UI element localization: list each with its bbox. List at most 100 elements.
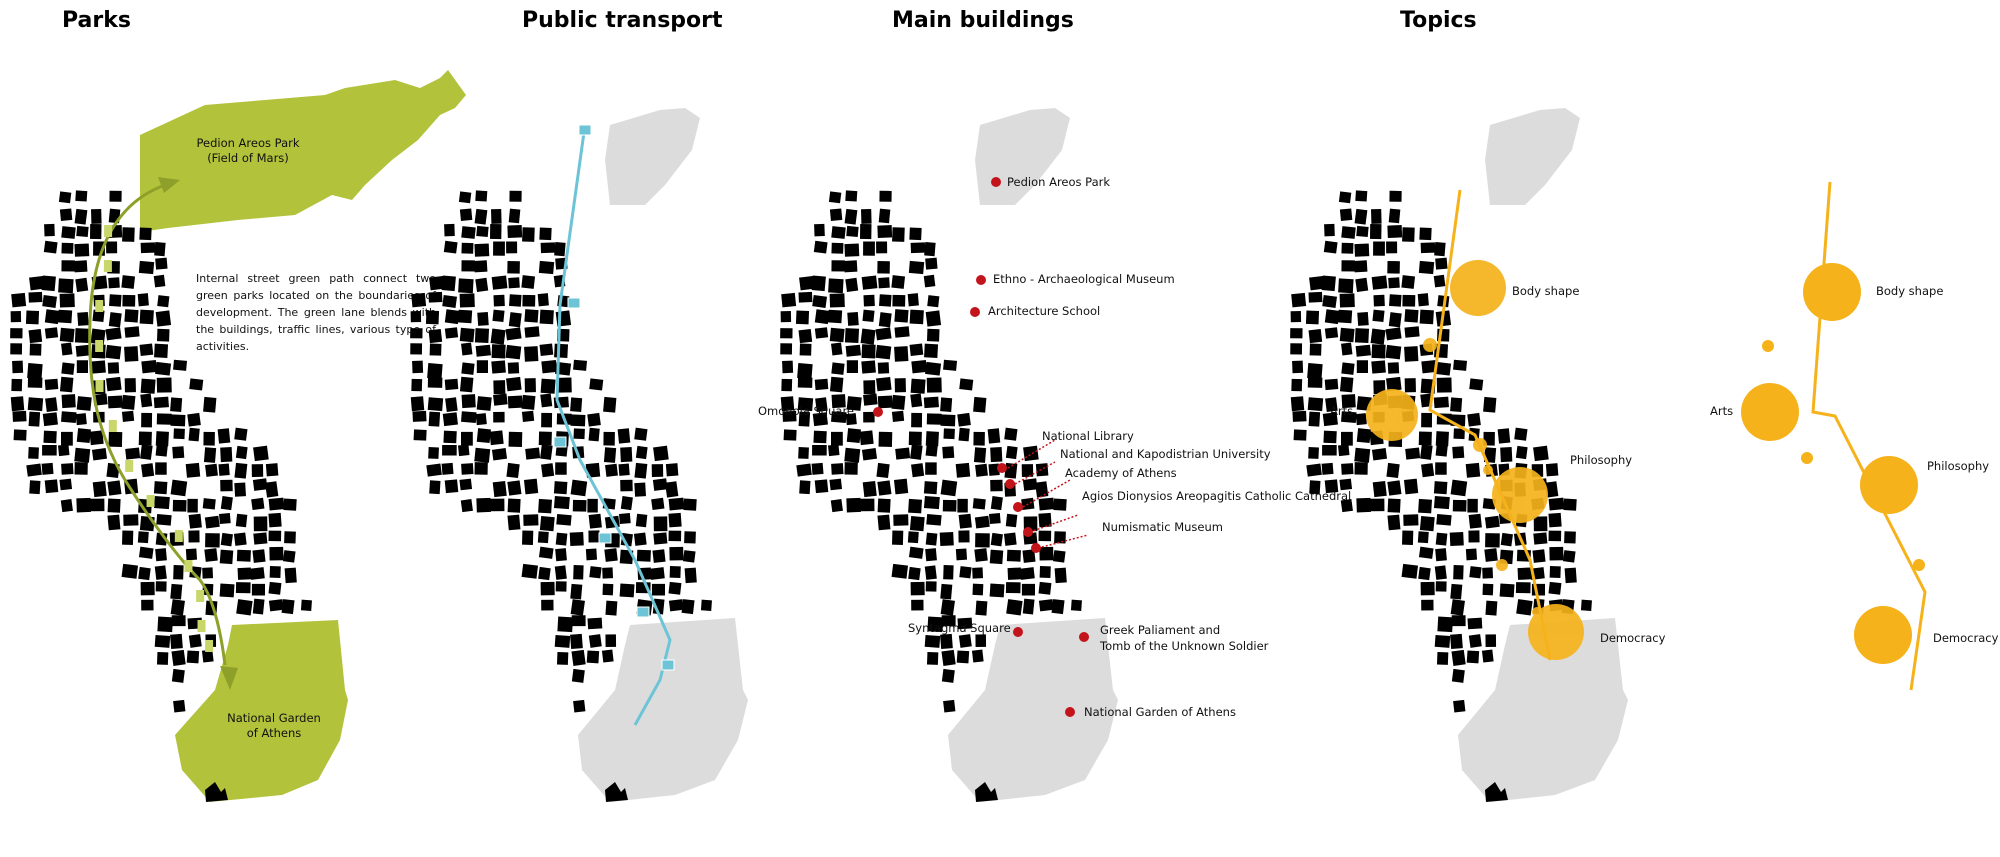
city-block — [875, 344, 892, 360]
city-block — [925, 431, 939, 447]
city-block — [412, 360, 424, 374]
city-block — [863, 241, 875, 256]
city-block — [44, 327, 59, 339]
city-block — [831, 242, 844, 254]
city-block — [124, 309, 139, 323]
city-block — [1485, 533, 1500, 548]
city-block — [1355, 277, 1369, 293]
landmark-omonoia-square: Omonoia Square — [758, 404, 854, 418]
context-park-south — [948, 618, 1118, 802]
city-block — [942, 499, 957, 512]
city-block — [956, 650, 970, 664]
city-block — [1354, 328, 1370, 344]
city-block — [652, 549, 666, 563]
city-block — [845, 277, 859, 293]
city-block — [1051, 599, 1065, 615]
city-block — [153, 396, 169, 409]
context-park-south — [578, 618, 748, 802]
city-block — [1353, 260, 1368, 273]
city-block — [1388, 277, 1400, 289]
city-block — [13, 429, 27, 441]
city-block — [990, 532, 1003, 547]
city-block — [669, 566, 681, 578]
city-block — [25, 310, 40, 325]
city-block — [1433, 396, 1449, 409]
city-block — [957, 617, 973, 630]
city-block — [846, 428, 861, 444]
city-block — [812, 412, 828, 427]
city-block — [554, 634, 571, 648]
city-block — [925, 444, 938, 457]
city-block — [138, 546, 154, 559]
city-block — [668, 599, 684, 612]
city-block — [553, 495, 570, 510]
city-block — [1453, 565, 1464, 580]
city-block — [845, 413, 857, 426]
city-block — [1436, 513, 1452, 526]
city-block — [493, 294, 505, 307]
city-block — [859, 430, 874, 446]
city-block — [1404, 346, 1419, 362]
city-block — [461, 394, 476, 409]
city-block — [461, 411, 477, 423]
city-block — [570, 479, 588, 497]
city-block — [541, 463, 555, 478]
city-block — [1341, 342, 1353, 356]
city-block — [684, 567, 697, 584]
city-block — [61, 226, 76, 239]
city-block — [589, 566, 602, 579]
city-block — [974, 515, 990, 529]
landmark-dot — [1031, 543, 1041, 553]
topics-map: Body shape Arts Philosophy Democracy Bod… — [1290, 108, 1999, 802]
city-block — [461, 226, 476, 239]
city-block — [603, 431, 615, 446]
city-block — [893, 478, 909, 495]
city-block — [457, 444, 470, 457]
city-block — [942, 446, 955, 459]
city-block — [1420, 242, 1436, 254]
city-block — [76, 428, 91, 444]
city-block — [90, 498, 105, 512]
city-block — [1467, 412, 1481, 427]
green-patch — [174, 530, 183, 542]
city-block — [927, 295, 940, 308]
city-block — [268, 530, 282, 542]
city-block — [1337, 444, 1350, 457]
city-block — [29, 343, 42, 356]
city-block — [12, 360, 24, 374]
city-block — [60, 431, 73, 446]
metro-stops — [553, 124, 675, 671]
city-block — [812, 294, 828, 308]
city-block — [427, 397, 444, 412]
city-block — [540, 444, 553, 460]
city-block — [989, 583, 1005, 598]
city-block — [1323, 430, 1337, 444]
city-block — [571, 615, 586, 627]
city-block — [1339, 208, 1353, 222]
city-block — [61, 394, 76, 409]
green-patch — [197, 620, 206, 632]
city-block — [1341, 411, 1357, 423]
city-block — [1403, 478, 1419, 495]
city-block — [923, 495, 940, 510]
city-block — [569, 532, 584, 547]
city-block — [1006, 549, 1021, 562]
city-block — [1322, 412, 1338, 427]
city-block — [1324, 309, 1340, 325]
city-block — [989, 549, 1004, 565]
city-block — [798, 411, 811, 427]
panel-parks: Parks Pedion Areos Park (Field of Mars) … — [0, 0, 500, 857]
city-block — [444, 479, 459, 494]
city-block — [61, 411, 77, 423]
city-block — [188, 634, 202, 648]
city-block — [460, 431, 473, 446]
city-block — [831, 463, 844, 475]
city-block — [602, 567, 614, 579]
city-block — [1371, 208, 1382, 224]
city-block — [588, 513, 602, 529]
city-block — [429, 343, 442, 356]
city-block — [461, 463, 474, 475]
city-block — [814, 378, 829, 391]
city-block — [508, 431, 523, 447]
city-block — [1354, 447, 1371, 463]
